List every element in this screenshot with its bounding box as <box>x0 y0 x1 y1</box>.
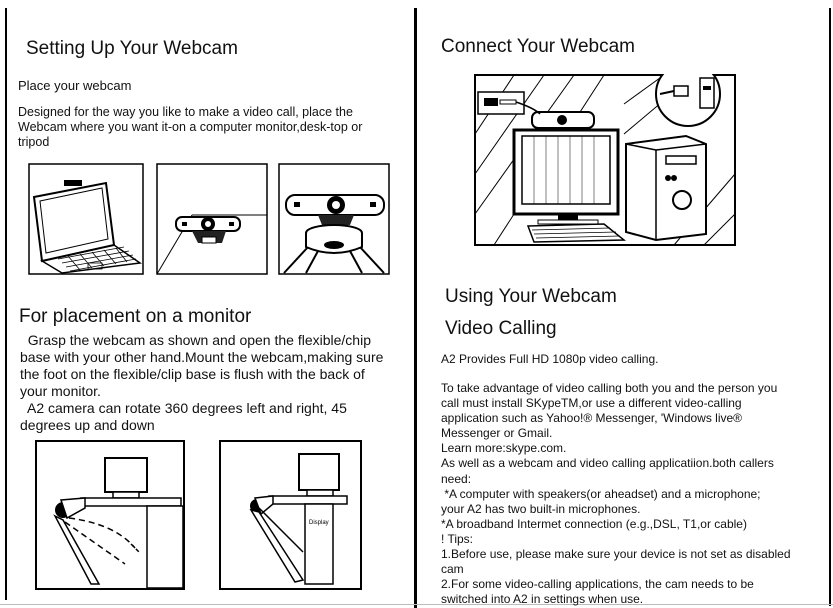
tripod-webcam-illustration <box>278 163 390 275</box>
body-line: As well as a webcam and video calling ap… <box>441 456 774 471</box>
body-line: application such as Yahoo!® Messenger, '… <box>441 411 743 426</box>
body-line: your A2 has two built-in microphones. <box>441 501 641 516</box>
computer-connection-illustration <box>474 74 736 246</box>
placement-text-line: degrees up and down <box>20 417 155 433</box>
monitor-mount-side-drawing: Display <box>219 440 362 590</box>
left-page: Setting Up Your Webcam Place your webcam… <box>0 0 416 608</box>
computer-connection-drawing <box>474 74 736 246</box>
video-calling-heading: Video Calling <box>445 318 557 339</box>
connect-heading: Connect Your Webcam <box>441 36 635 57</box>
body-line: need: <box>441 471 472 486</box>
laptop-illustration <box>28 163 144 275</box>
desk-webcam-illustration <box>156 163 268 275</box>
placement-text-line: Grasp the webcam as shown and open the f… <box>20 332 371 348</box>
placement-text-line: A2 camera can rotate 360 degrees left an… <box>20 400 347 416</box>
setup-heading: Setting Up Your Webcam <box>26 38 238 59</box>
video-intro: A2 Provides Full HD 1080p video calling. <box>441 352 659 366</box>
placement-text-line: your monitor. <box>20 383 101 399</box>
place-text-line: tripod <box>18 135 50 149</box>
body-line: 1.Before use, please make sure your devi… <box>441 547 791 562</box>
body-line: Learn more:skype.com. <box>441 441 567 456</box>
place-text-line: Designed for the way you like to make a … <box>18 105 353 119</box>
right-page: Connect Your Webcam <box>418 0 833 608</box>
place-heading: Place your webcam <box>18 78 132 93</box>
page-border-left <box>5 8 7 600</box>
monitor-mount-front-illustration <box>35 440 185 590</box>
placement-text: Grasp the webcam as shown and open the f… <box>20 332 383 434</box>
desk-webcam-drawing <box>156 163 268 275</box>
page-border-right <box>829 8 831 606</box>
using-heading: Using Your Webcam <box>445 286 617 307</box>
body-line: *A computer with speakers(or aheadset) a… <box>441 486 761 501</box>
tripod-webcam-drawing <box>278 163 390 275</box>
page-divider <box>414 8 417 608</box>
monitor-display-label: Display <box>309 520 329 526</box>
body-line: 2.For some video-calling applications, t… <box>441 577 754 592</box>
monitor-mount-front-drawing <box>35 440 185 590</box>
body-line: call must install SKypeTM,or use a diffe… <box>441 396 742 411</box>
placement-heading: For placement on a monitor <box>19 306 252 327</box>
page-border-bottom <box>0 604 833 605</box>
laptop-drawing <box>28 163 144 275</box>
body-line: *A broadband Intermet connection (e.g.,D… <box>441 516 747 531</box>
video-body: To take advantage of video calling both … <box>441 381 821 607</box>
monitor-mount-side-illustration: Display <box>219 440 362 590</box>
body-line: Messenger or Gmail. <box>441 426 553 441</box>
body-line: switched into A2 in settings when use. <box>441 592 644 607</box>
place-text-line: Webcam where you want it-on a computer m… <box>18 120 363 134</box>
placement-text-line: the foot on the flexible/clip base is fl… <box>20 366 365 382</box>
body-line: ! Tips: <box>441 531 474 546</box>
body-line: cam <box>441 562 464 577</box>
placement-text-line: base with your other hand.Mount the webc… <box>20 349 384 365</box>
body-line: To take advantage of video calling both … <box>441 381 778 395</box>
place-text: Designed for the way you like to make a … <box>18 105 362 150</box>
